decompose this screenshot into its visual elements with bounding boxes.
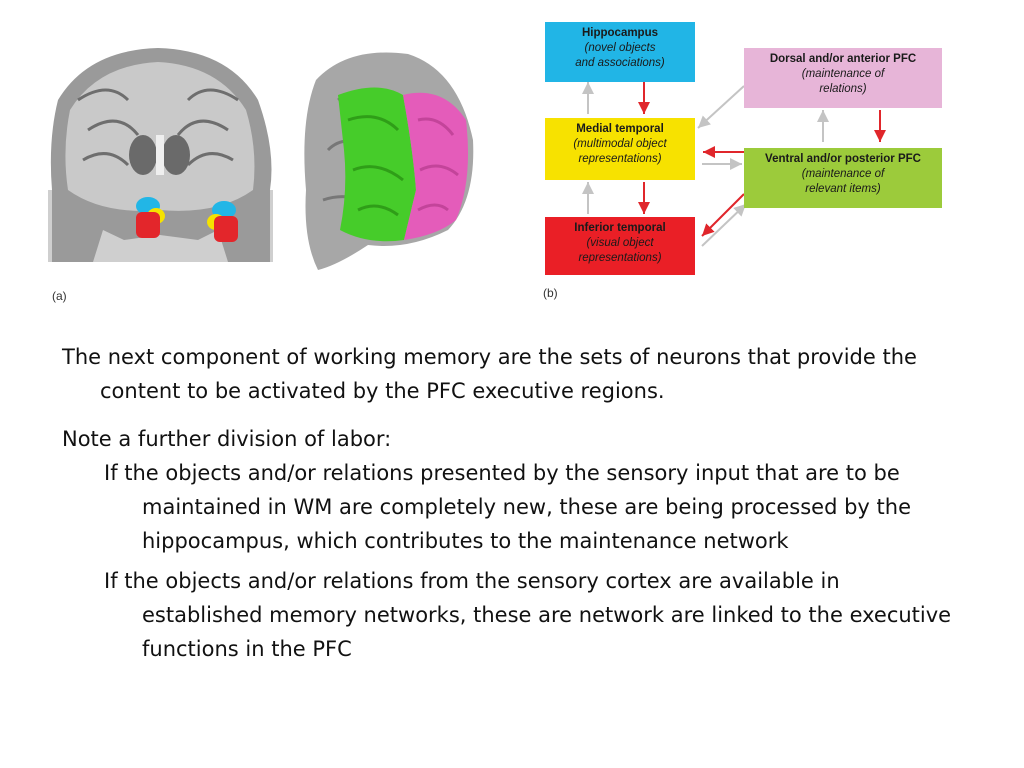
hippocampus-box: Hippocampus (novel objects and associati… bbox=[545, 22, 695, 82]
brain-images bbox=[48, 48, 474, 270]
medial-temporal-box: Medial temporal (multimodal object repre… bbox=[545, 118, 695, 180]
dorsal-pfc-title: Dorsal and/or anterior PFC bbox=[769, 53, 917, 65]
paragraph-2: Note a further division of labor: bbox=[62, 427, 392, 451]
diagram-arrows bbox=[582, 82, 886, 247]
lateral-brain-view bbox=[304, 52, 474, 270]
dorsal-pfc-sub2: relations) bbox=[819, 83, 867, 95]
inferior-temporal-title: Inferior temporal bbox=[574, 222, 666, 234]
figure-a: (a) bbox=[48, 40, 478, 303]
paragraph-4: If the objects and/or relations from the… bbox=[104, 569, 952, 661]
ventral-pfc-box: Ventral and/or posterior PFC (maintenanc… bbox=[744, 148, 942, 208]
ventral-pfc-title: Ventral and/or posterior PFC bbox=[765, 153, 921, 165]
dorsal-pfc-box: Dorsal and/or anterior PFC (maintenance … bbox=[744, 48, 942, 108]
paragraph-1: The next component of working memory are… bbox=[62, 345, 917, 403]
ventral-pfc-sub1: (maintenance of bbox=[801, 168, 885, 180]
figure-b: Hippocampus (novel objects and associati… bbox=[540, 14, 960, 304]
paragraph-3: If the objects and/or relations presente… bbox=[104, 461, 911, 553]
dorsal-pfc-sub1: (maintenance of bbox=[801, 68, 885, 80]
panel-label-a: (a) bbox=[52, 289, 67, 303]
hippocampus-sub1: (novel objects bbox=[584, 42, 656, 54]
inferior-temporal-box: Inferior temporal (visual object represe… bbox=[545, 217, 695, 275]
hippocampus-title: Hippocampus bbox=[581, 27, 659, 39]
inferior-temporal-sub2: representations) bbox=[578, 252, 662, 264]
medial-temporal-title: Medial temporal bbox=[576, 123, 664, 135]
medial-temporal-sub1: (multimodal object bbox=[573, 138, 667, 150]
coronal-brain-slice bbox=[48, 48, 273, 262]
inferior-temporal-sub1: (visual object bbox=[586, 237, 654, 249]
ventral-pfc-sub2: relevant items) bbox=[805, 183, 881, 195]
panel-label-b: (b) bbox=[543, 286, 558, 300]
body-text: The next component of working memory are… bbox=[62, 340, 962, 666]
hippocampus-sub2: and associations) bbox=[575, 57, 665, 69]
medial-temporal-sub2: representations) bbox=[578, 153, 662, 165]
